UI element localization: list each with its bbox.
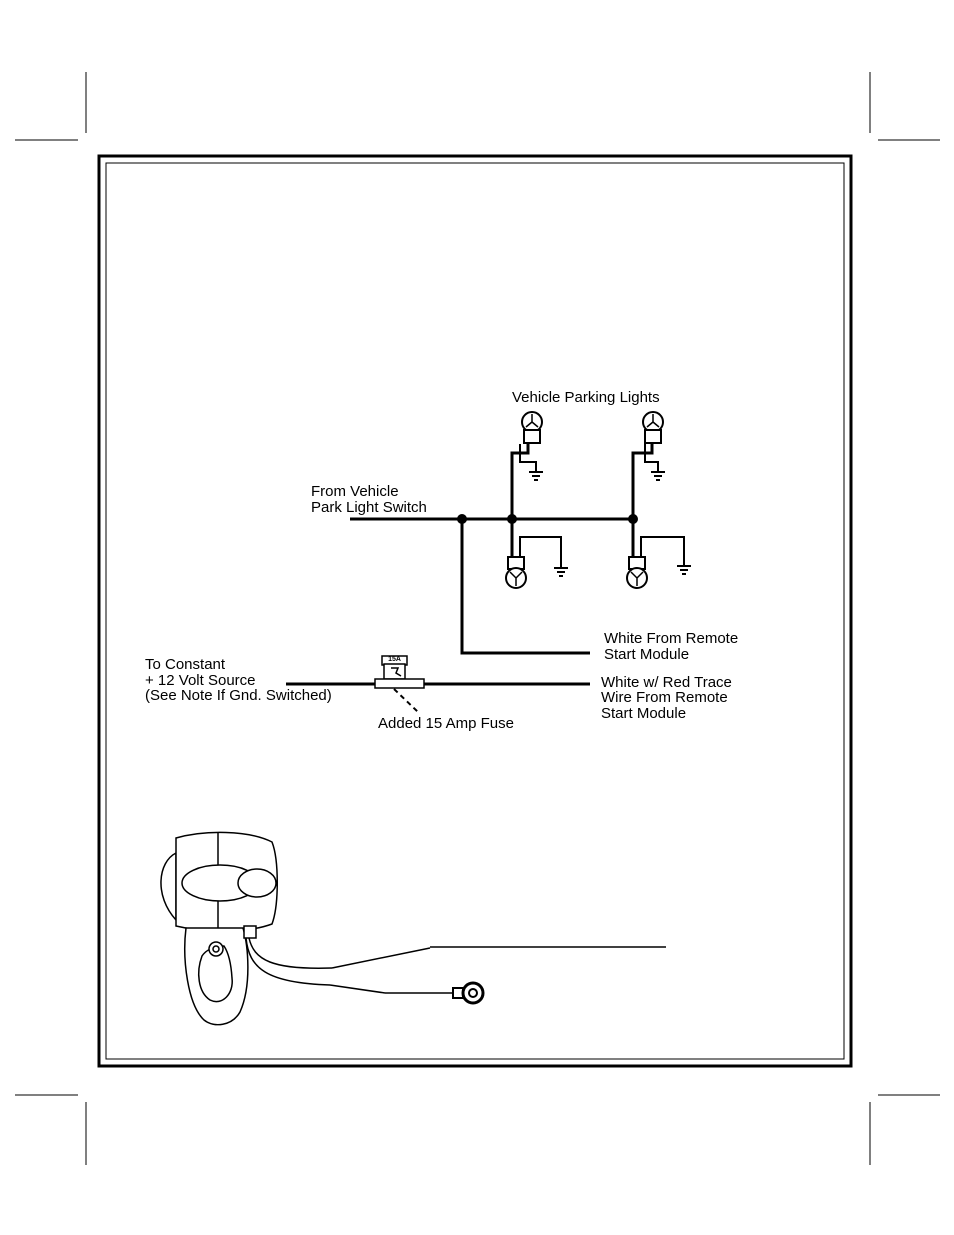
parking-lights-label: Vehicle Parking Lights bbox=[512, 390, 660, 406]
trace-wire-label-line3: Start Module bbox=[601, 706, 686, 722]
remote-start-module-icon bbox=[161, 832, 277, 1024]
white-remote-label-line1: White From Remote bbox=[604, 631, 738, 647]
ground-symbol-icon bbox=[677, 566, 691, 574]
ground-leads bbox=[520, 444, 684, 568]
ground-symbol-icon bbox=[529, 472, 543, 480]
fuse-label: Added 15 Amp Fuse bbox=[378, 716, 514, 732]
wiring bbox=[286, 444, 652, 684]
junction-dot bbox=[507, 514, 517, 524]
constant-source-label-line1: To Constant bbox=[145, 657, 225, 673]
module-wires bbox=[246, 938, 666, 993]
junction-dot bbox=[628, 514, 638, 524]
lamp-bulb-icon bbox=[522, 412, 542, 443]
ground-symbol-icon bbox=[554, 568, 568, 576]
constant-source-label-line3: (See Note If Gnd. Switched) bbox=[145, 688, 332, 704]
from-switch-label-line2: Park Light Switch bbox=[311, 500, 427, 516]
white-remote-label-line2: Start Module bbox=[604, 647, 689, 663]
ring-terminal-icon bbox=[453, 983, 483, 1003]
fuse-pointer bbox=[394, 689, 418, 712]
from-switch-label-line1: From Vehicle bbox=[311, 484, 399, 500]
trace-wire-label-line2: Wire From Remote bbox=[601, 690, 728, 706]
lamp-bulb-icon bbox=[506, 557, 526, 588]
fuse-rating-text: 15A bbox=[384, 655, 405, 664]
junction-dot bbox=[457, 514, 467, 524]
lamp-bulb-icon bbox=[643, 412, 663, 443]
lamp-bulb-icon bbox=[627, 557, 647, 588]
ground-symbol-icon bbox=[651, 472, 665, 480]
white-remote-wire bbox=[462, 519, 590, 653]
